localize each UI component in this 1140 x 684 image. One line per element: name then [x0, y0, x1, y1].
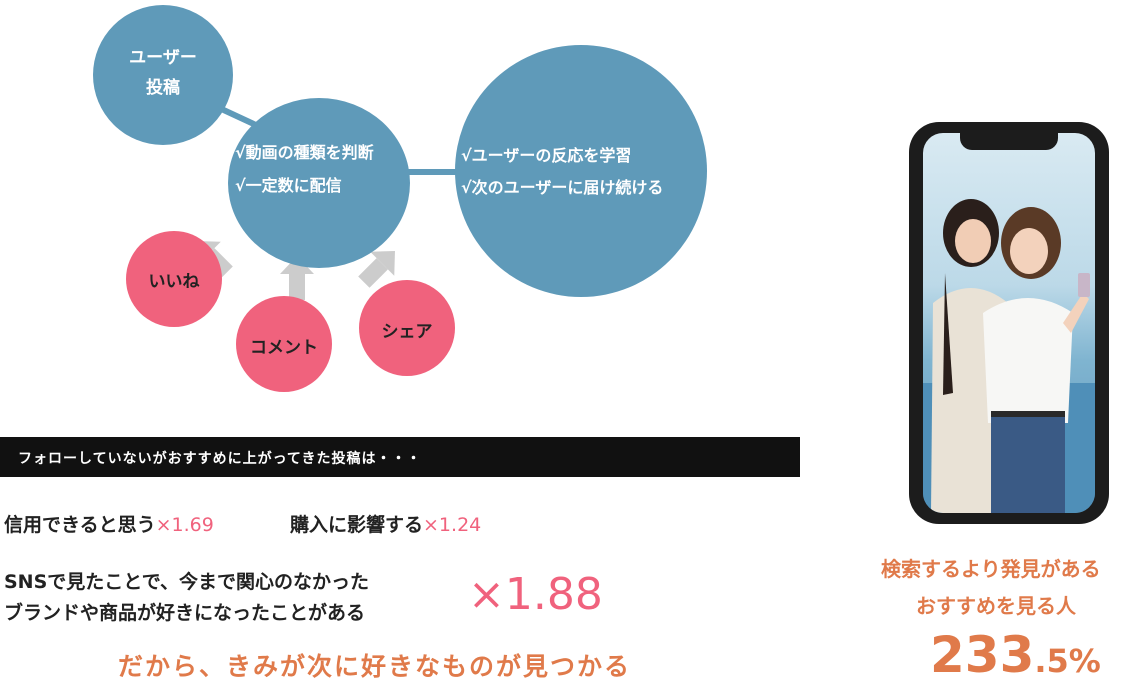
photo-illustration	[923, 199, 1095, 513]
discover-more-line-1: 検索するより発見がある	[881, 557, 1101, 581]
purchase-value: ×1.24	[423, 514, 482, 536]
algorithm-line-2: √一定数に配信	[235, 176, 342, 195]
info-banner: フォローしていないがおすすめに上がってきた投稿は・・・	[0, 437, 800, 477]
percent-stat: 233.5%	[930, 626, 1101, 684]
discover-line-1: SNSで見たことで、今まで関心のなかった	[4, 571, 369, 593]
discover-line-2: ブランドや商品が好きになったことがある	[4, 602, 366, 624]
banner-text: フォローしていないがおすすめに上がってきた投稿は・・・	[18, 451, 422, 467]
user-post-circle: ユーザー 投稿	[93, 5, 233, 145]
arrow-share	[358, 251, 395, 288]
percent-dec: .5%	[1034, 642, 1101, 680]
trust-label: 信用できると思う	[4, 514, 156, 536]
comment-label: コメント	[250, 338, 318, 358]
user-post-label-1: ユーザー	[129, 48, 197, 68]
learning-line-2: √次のユーザーに届け続ける	[461, 178, 664, 197]
algorithm-line-1: √動画の種類を判断	[235, 143, 374, 162]
purchase-label: 購入に影響する	[290, 514, 424, 536]
comment-circle: コメント	[236, 296, 332, 392]
like-circle: いいね	[126, 231, 222, 327]
discover-more-line-2: おすすめを見る人	[916, 594, 1076, 618]
share-circle: シェア	[359, 280, 455, 376]
learning-line-1: √ユーザーの反応を学習	[461, 146, 632, 165]
learning-circle: √ユーザーの反応を学習 √次のユーザーに届け続ける	[455, 45, 707, 297]
discover-value: ×1.88	[468, 569, 603, 620]
percent-int: 233	[930, 626, 1035, 684]
user-post-label-2: 投稿	[146, 78, 180, 98]
phone-notch	[960, 133, 1058, 150]
trust-value: ×1.69	[155, 514, 214, 536]
purchase-stat: 購入に影響する×1.24	[290, 510, 481, 537]
trust-stat: 信用できると思う×1.69	[4, 510, 214, 537]
phone-screen-photo	[923, 133, 1095, 513]
phone-mockup	[909, 122, 1109, 524]
share-label: シェア	[381, 322, 433, 342]
tagline: だから、きみが次に好きなものが見つかる	[118, 652, 632, 681]
algorithm-circle: √動画の種類を判断 √一定数に配信	[228, 98, 410, 268]
like-label: いいね	[148, 272, 200, 292]
